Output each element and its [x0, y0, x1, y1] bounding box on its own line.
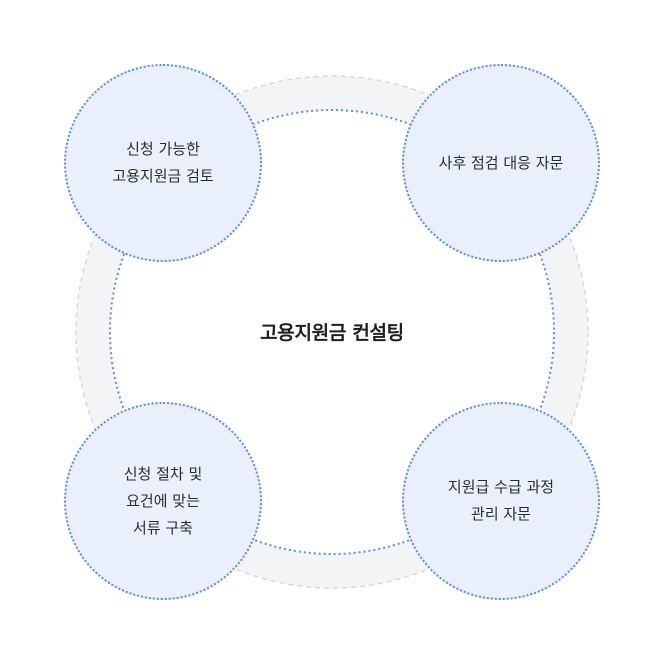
node-subsidy-review: 신청 가능한 고용지원금 검토	[64, 64, 262, 262]
center-title: 고용지원금 컨설팅	[260, 322, 404, 344]
node-label-line: 신청 가능한	[126, 140, 200, 158]
node-label-line: 지원급 수급 과정	[447, 478, 555, 496]
node-receipt-management: 지원급 수급 과정 관리 자문	[402, 402, 600, 600]
inner-ring-dotted	[109, 109, 555, 555]
node-label-line: 관리 자문	[471, 505, 531, 523]
outer-ring-edge	[75, 75, 589, 589]
node-label-line: 사후 점검 대응 자문	[438, 153, 564, 172]
node-post-inspection: 사후 점검 대응 자문	[402, 64, 600, 262]
node-document-setup: 신청 절차 및 요건에 맞는 서류 구축	[64, 402, 262, 600]
node-label-line: 요건에 맞는	[126, 491, 200, 510]
node-label-line: 고용지원금 검토	[112, 167, 214, 185]
node-label-line: 서류 구축	[133, 518, 193, 537]
node-label-line: 신청 절차 및	[123, 464, 203, 483]
outer-ring-band	[76, 76, 588, 588]
